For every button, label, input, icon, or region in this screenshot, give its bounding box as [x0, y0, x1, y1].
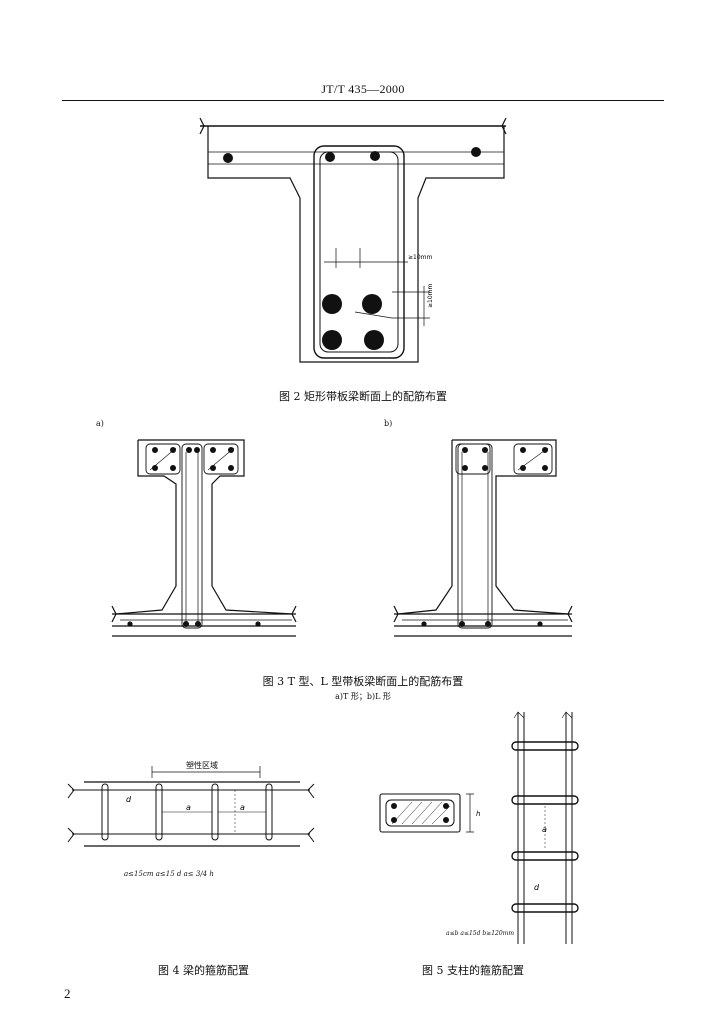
- figure-2-caption: 图 2 矩形带板梁断面上的配筋布置: [279, 390, 447, 403]
- rebar-top-left: [325, 152, 335, 162]
- main-rebar-1: [322, 294, 342, 314]
- figure-4-region-label: 塑性区域: [186, 761, 218, 770]
- figure-3-caption: 图 3 T 型、L 型带板梁断面上的配筋布置: [262, 675, 464, 688]
- main-rebar-4: [364, 330, 384, 350]
- figure-3b-label: b): [384, 419, 393, 428]
- fig5-h-label: h: [476, 810, 480, 818]
- fig5-a-label: a: [542, 825, 547, 834]
- figure-3a-label: a): [96, 419, 104, 428]
- fig4-d-label: d: [126, 795, 132, 804]
- rebar-slab-left: [223, 153, 233, 163]
- main-rebar-2: [362, 294, 382, 314]
- standard-code-header: JT/T 435—2000: [321, 82, 405, 96]
- fig4-a-label-2: a: [240, 803, 245, 812]
- dim-spacing-text: ≥10mm: [408, 254, 433, 261]
- dim-vertical-text: ≥10mm: [427, 283, 434, 308]
- figure-4-caption: 图 4 梁的箍筋配置: [158, 964, 249, 977]
- page-number: 2: [64, 986, 71, 1001]
- main-rebar-3: [322, 330, 342, 350]
- figure-5-caption: 图 5 支柱的箍筋配置: [422, 964, 524, 977]
- rebar-top-right: [370, 151, 380, 161]
- header-rule: [62, 100, 664, 101]
- rebar-slab-right: [471, 147, 481, 157]
- fig5-d-label: d: [534, 883, 540, 892]
- fig4-a-label-1: a: [186, 803, 191, 812]
- figure-4-formula: a≤15cm a≤15 d a≤ 3/4 h: [124, 870, 214, 878]
- figure-3-subcaption: a)T 形；b)L 形: [335, 692, 391, 701]
- figure-5-formula: a≤b a≤15d b≥120mm: [446, 930, 515, 937]
